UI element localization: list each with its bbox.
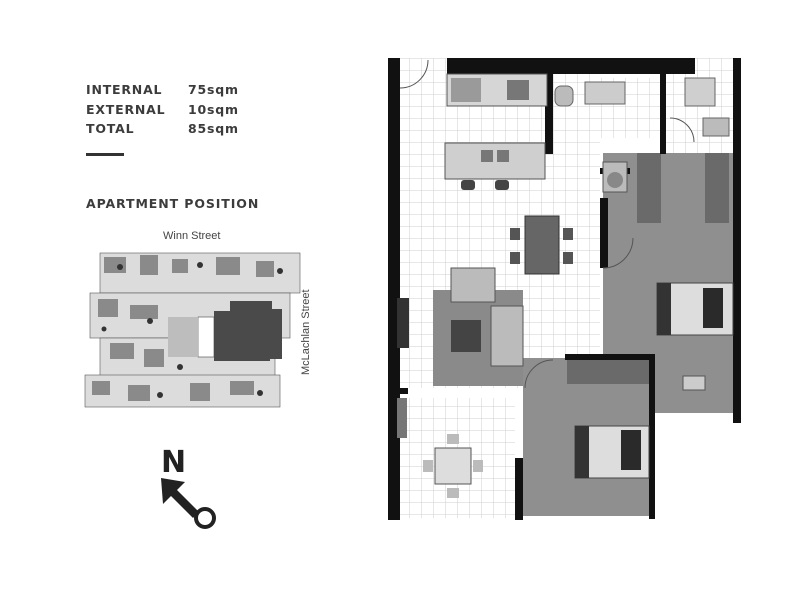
compass-letter: N — [161, 445, 186, 480]
north-arrow-icon: N — [161, 445, 216, 529]
area-label: INTERNAL — [86, 82, 163, 98]
area-total: TOTAL 85sqm — [86, 119, 239, 139]
street-label-mclachlan: McLachlan Street — [300, 289, 312, 375]
area-label: TOTAL — [86, 121, 135, 137]
floor-plan — [388, 58, 741, 520]
section-divider — [86, 153, 124, 156]
area-label: EXTERNAL — [86, 101, 166, 117]
area-external: EXTERNAL 10sqm — [86, 100, 239, 120]
apartment-position-heading: APARTMENT POSITION — [86, 196, 260, 211]
area-summary: INTERNAL 75sqm EXTERNAL 10sqm TOTAL 85sq… — [86, 80, 239, 139]
area-value: 10sqm — [188, 101, 239, 117]
area-value: 85sqm — [188, 121, 239, 137]
street-label-winn: Winn Street — [163, 230, 221, 242]
area-internal: INTERNAL 75sqm — [86, 80, 239, 100]
compass: N — [155, 440, 225, 535]
site-map — [84, 252, 301, 408]
area-value: 75sqm — [188, 82, 239, 98]
